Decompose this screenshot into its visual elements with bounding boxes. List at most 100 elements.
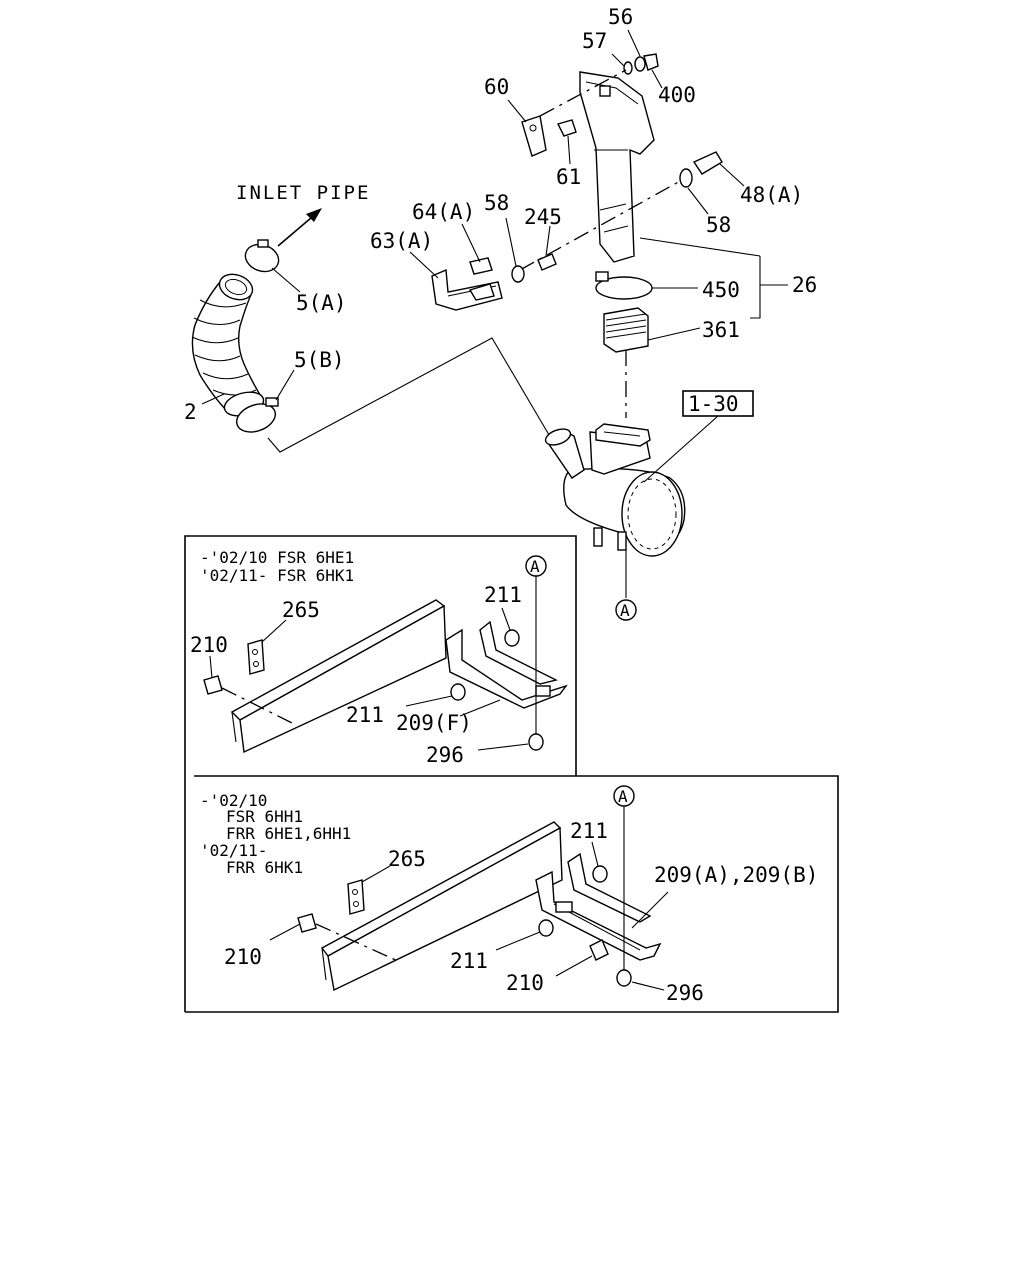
leader-56 — [627, 29, 641, 57]
washer-58-left — [511, 265, 525, 283]
leader-58-left — [505, 217, 517, 267]
inset-top-bolt-axis — [221, 687, 295, 725]
inset-bottom-label-211-bottom: 211 — [450, 949, 488, 973]
washer-58-right — [679, 168, 693, 188]
leader-1-30 — [643, 415, 719, 483]
inset-bottom-label-209ab: 209(A),209(B) — [654, 863, 818, 887]
part-label-450: 450 — [702, 278, 740, 302]
part-label-61: 61 — [556, 165, 581, 189]
part-label-2: 2 — [184, 400, 197, 424]
inset-bottom-label-210-left: 210 — [224, 945, 262, 969]
inset-bottom-note-5: FRR 6HK1 — [226, 858, 303, 877]
part-label-58-left: 58 — [484, 191, 509, 215]
leader-5a — [271, 267, 301, 293]
part-label-64a: 64(A) — [412, 200, 475, 224]
inset-bottom-bracket-209ab — [535, 852, 662, 961]
inset-top-label-265: 265 — [282, 598, 320, 622]
inlet-direction-arrow — [277, 208, 322, 247]
inset-bottom-note-2: FSR 6HH1 — [226, 807, 303, 826]
part-label-26: 26 — [792, 273, 817, 297]
bolt-400 — [643, 53, 659, 71]
inset-bottom-ref-a: A — [618, 787, 628, 806]
part-label-5b: 5(B) — [294, 348, 345, 372]
part-label-1-30: 1-30 — [688, 392, 739, 416]
inset-bottom-leader-211-top — [591, 841, 599, 867]
leader-64a — [461, 223, 481, 263]
bolt-61 — [556, 119, 577, 137]
bracket-26 — [750, 256, 761, 319]
inset-top-leader-211-bottom — [405, 695, 453, 707]
hose-clamp-5b — [235, 397, 279, 433]
intake-hose-2 — [191, 273, 265, 417]
part-label-60: 60 — [484, 75, 509, 99]
inset-bottom-note-4: '02/11- — [200, 841, 267, 860]
inset-bottom-label-296: 296 — [666, 981, 704, 1005]
leader-57 — [611, 53, 625, 67]
inset-top-frame — [184, 535, 577, 1012]
inset-top-leader-210 — [209, 655, 213, 679]
inset-top-nut-211-top — [504, 629, 520, 647]
hose-clamp-5a — [244, 239, 280, 273]
inset-bottom-bolt-axis — [315, 923, 401, 963]
inset-bottom-frame — [185, 775, 839, 1013]
leader-361 — [647, 327, 701, 341]
inset-top-label-211-bottom: 211 — [346, 703, 384, 727]
inset-top-label-210: 210 — [190, 633, 228, 657]
leader-2 — [201, 393, 225, 405]
part-label-63a: 63(A) — [370, 229, 433, 253]
clamp-450 — [595, 271, 653, 300]
inset-top-ref-a: A — [530, 557, 540, 576]
inset-top-leader-211-top — [501, 607, 511, 631]
inset-top-label-296: 296 — [426, 743, 464, 767]
nut-56 — [634, 56, 646, 72]
inset-bottom-bolt-210-left — [297, 913, 317, 933]
leader-26-duct — [639, 237, 761, 257]
inset-top-frame-rail — [230, 599, 447, 754]
hose-to-cleaner-line — [267, 337, 553, 453]
bracket-60 — [521, 115, 547, 157]
inset-bottom-nut-211-top — [592, 865, 608, 883]
inset-bottom-leader-265 — [361, 865, 391, 883]
inset-bottom-nut-211-bottom — [538, 919, 554, 937]
part-label-5a: 5(A) — [296, 291, 347, 315]
leader-245 — [545, 225, 551, 257]
inset-bottom-note-1: -'02/10 — [200, 791, 267, 810]
inset-bottom-frame-rail — [320, 821, 563, 992]
air-duct-26 — [579, 71, 655, 263]
inset-top-leader-209f — [459, 699, 501, 717]
bolt-48a — [692, 151, 723, 175]
inset-top-leader-296 — [477, 743, 529, 751]
part-label-57: 57 — [582, 29, 607, 53]
ref-a-main-label: A — [620, 601, 630, 620]
inset-bottom-leader-210-bottom — [555, 955, 593, 977]
inset-bottom-leader-211-bottom — [495, 931, 541, 951]
part-label-361: 361 — [702, 318, 740, 342]
inset-top-bracket-265 — [247, 639, 265, 675]
inset-top-ref-circle — [525, 555, 547, 577]
part-label-56: 56 — [608, 5, 633, 29]
inset-bottom-bracket-265 — [347, 879, 365, 915]
inset-top-leader-265 — [261, 619, 287, 643]
inset-bottom-label-210-bottom: 210 — [506, 971, 544, 995]
leader-5b — [275, 369, 295, 401]
bolt-64a — [468, 257, 495, 301]
inset-bottom-leader-210-left — [269, 923, 301, 941]
inset-bottom-ref-circle — [613, 785, 635, 807]
inset-bottom-label-211-top: 211 — [570, 819, 608, 843]
leader-48a — [719, 163, 745, 187]
part-label-48a: 48(A) — [740, 183, 803, 207]
inset-bottom-leader-296 — [631, 981, 665, 991]
inset-top-nut-296 — [528, 733, 544, 751]
inset-bottom-leader-209ab — [631, 891, 669, 929]
ref-circle-a-main — [615, 599, 637, 621]
inset-top-label-209f: 209(F) — [396, 711, 472, 735]
inset-top-nut-211-bottom — [450, 683, 466, 701]
leader-60 — [507, 99, 527, 123]
inset-top-note-2: '02/11- FSR 6HK1 — [200, 566, 354, 585]
inset-top-bolt-210 — [203, 675, 223, 695]
spacer-245 — [537, 253, 557, 271]
part-label-58-right: 58 — [706, 213, 731, 237]
inset-bottom-label-265: 265 — [388, 847, 426, 871]
leader-400 — [651, 69, 663, 89]
